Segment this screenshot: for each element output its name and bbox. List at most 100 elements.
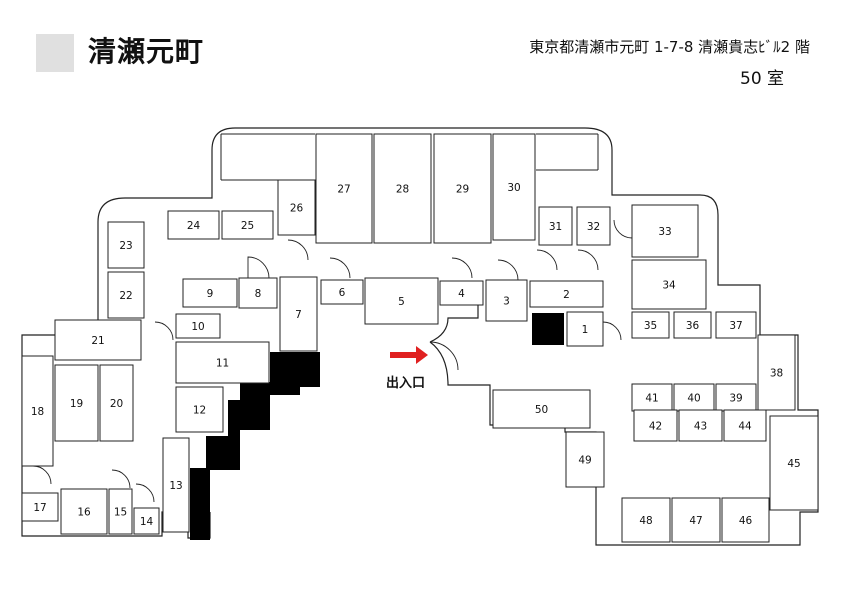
room-50: 50 [492, 389, 591, 429]
room-6-label: 6 [339, 287, 346, 299]
room-6-box [320, 279, 364, 305]
room-3-box [485, 279, 528, 322]
room-33-box [631, 204, 699, 258]
room-36-label: 36 [686, 320, 700, 332]
room-22-label: 22 [119, 290, 132, 302]
room-37: 37 [715, 311, 757, 339]
room-32: 32 [576, 206, 611, 246]
room-14-box [133, 507, 160, 535]
room-13: 13 [162, 437, 190, 533]
room-39-box [715, 383, 757, 412]
room-19-box [54, 364, 99, 442]
room-5-label: 5 [398, 296, 405, 308]
room-44-box [723, 409, 767, 442]
entrance-label: 出入口 [386, 375, 425, 391]
room-26: 26 [277, 179, 316, 236]
room-50-box [492, 389, 591, 429]
stair-block [190, 352, 320, 540]
room-29-label: 29 [456, 184, 469, 196]
room-1-box [566, 311, 604, 347]
room-13-label: 13 [169, 480, 182, 492]
room-22: 22 [107, 271, 145, 319]
room-19: 19 [54, 364, 99, 442]
room-19-label: 19 [70, 398, 83, 410]
room-16-label: 16 [77, 507, 91, 519]
room-39: 39 [715, 383, 757, 412]
room-12-label: 12 [193, 405, 206, 417]
room-47-label: 47 [689, 515, 702, 527]
room-1: 1 [566, 311, 604, 347]
room-38-label: 38 [770, 368, 783, 380]
room-40: 40 [673, 383, 715, 412]
room-46: 46 [721, 497, 770, 543]
room-23-box [107, 221, 145, 269]
room-34-label: 34 [662, 280, 676, 292]
room-21-box [54, 319, 142, 361]
room-49-box [565, 431, 605, 488]
room-4: 4 [439, 280, 484, 306]
room-12: 12 [175, 386, 224, 433]
room-38-box [757, 334, 796, 411]
room-48-box [621, 497, 671, 543]
room-35-box [631, 311, 670, 339]
room-32-label: 32 [587, 221, 600, 233]
room-23: 23 [107, 221, 145, 269]
room-25-label: 25 [241, 220, 254, 232]
room-36-box [673, 311, 712, 339]
room-42-box [633, 409, 678, 442]
room-43-label: 43 [694, 421, 707, 433]
room-22-box [107, 271, 145, 319]
room-27-label: 27 [337, 184, 350, 196]
room-20: 20 [99, 364, 134, 442]
room-15-box [108, 488, 133, 535]
room-24-box [167, 210, 220, 240]
room-18: 18 [21, 355, 54, 467]
room-4-box [439, 280, 484, 306]
room-9-box [182, 278, 238, 308]
room-20-label: 20 [110, 398, 123, 410]
room-5: 5 [364, 277, 439, 325]
room-41: 41 [631, 383, 673, 412]
room-31-label: 31 [549, 221, 562, 233]
address-text: 東京都清瀬市元町 1-7-8 清瀬貴志ﾋﾞﾙ2 階 [529, 38, 810, 56]
room-10-box [175, 313, 221, 339]
room-3: 3 [485, 279, 528, 322]
room-2: 2 [529, 280, 604, 308]
room-7-label: 7 [295, 309, 302, 321]
room-33: 33 [631, 204, 699, 258]
room-28-label: 28 [396, 184, 409, 196]
room-21: 21 [54, 319, 142, 361]
room-44: 44 [723, 409, 767, 442]
room-30: 30 [492, 133, 536, 241]
room-49-label: 49 [578, 455, 591, 467]
room-24-label: 24 [187, 220, 201, 232]
room-48: 48 [621, 497, 671, 543]
room-45: 45 [769, 415, 819, 511]
room-6: 6 [320, 279, 364, 305]
room-24: 24 [167, 210, 220, 240]
room-3-label: 3 [503, 296, 510, 308]
room-45-box [769, 415, 819, 511]
room-43-box [678, 409, 723, 442]
room-11: 11 [175, 341, 270, 384]
room-23-label: 23 [119, 240, 132, 252]
room-8-label: 8 [255, 288, 262, 300]
header-gray-square [36, 34, 74, 72]
room-34-box [631, 259, 707, 310]
room-27-box [315, 133, 373, 244]
room-count: 50 室 [740, 69, 785, 89]
room-20-box [99, 364, 134, 442]
room-2-box [529, 280, 604, 308]
room-26-label: 26 [290, 203, 304, 215]
room-46-box [721, 497, 770, 543]
room-16-box [60, 488, 108, 535]
room-47-box [671, 497, 721, 543]
room-17-box [21, 492, 59, 522]
room-43: 43 [678, 409, 723, 442]
room-29: 29 [433, 133, 492, 244]
room-49: 49 [565, 431, 605, 488]
room-10: 10 [175, 313, 221, 339]
room-35-label: 35 [644, 320, 657, 332]
room-29-box [433, 133, 492, 244]
room-25-box [221, 210, 274, 240]
